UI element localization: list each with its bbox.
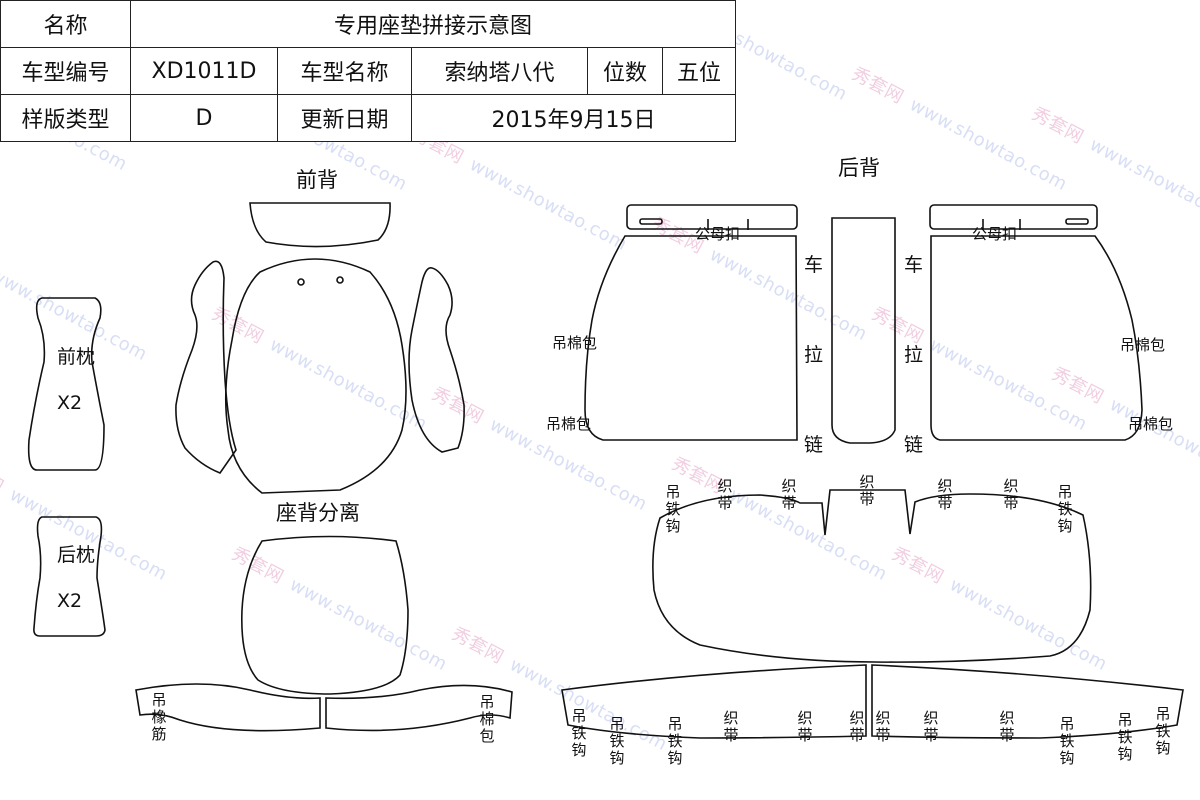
front-back-right-side — [408, 266, 465, 453]
seat-cushion-left-strip — [135, 683, 321, 732]
hang-rubber-band-label: 吊橡筋 — [151, 691, 167, 743]
hang-cotton-bag-label: 吊棉包 — [1128, 415, 1174, 433]
webbing-label: 织带 — [723, 709, 739, 744]
label-update-date: 更新日期 — [277, 94, 412, 142]
webbing-label: 织带 — [797, 709, 813, 744]
webbing-label: 织带 — [717, 477, 733, 512]
label-seats: 位数 — [587, 47, 663, 95]
update-date: 2015年9月15日 — [411, 94, 736, 142]
info-row-2: 车型编号 XD1011D 车型名称 索纳塔八代 位数 五位 — [0, 47, 736, 95]
label-name: 名称 — [0, 0, 131, 48]
front-pillow-outline — [27, 297, 105, 471]
section-title-front-back: 前背 — [296, 168, 338, 192]
section-title-rear-back: 后背 — [838, 156, 880, 180]
seat-cushion-main — [241, 535, 409, 695]
webbing-label: 织带 — [859, 473, 875, 508]
rear-pillow-qty: X2 — [57, 590, 83, 612]
front-back-top-strip — [249, 202, 391, 248]
front-pillow-label: 前枕 — [57, 346, 96, 368]
hang-iron-hook-label: 吊铁钩 — [571, 707, 587, 759]
info-table: 名称 专用座垫拼接示意图 车型编号 XD1011D 车型名称 索纳塔八代 位数 … — [0, 0, 736, 142]
seats-value: 五位 — [662, 47, 736, 95]
webbing-label: 织带 — [923, 709, 939, 744]
hang-iron-hook-label: 吊铁钩 — [665, 483, 681, 535]
buckle-label-left: 公母扣 — [695, 225, 741, 243]
hang-cotton-bag-label: 吊棉包 — [479, 693, 495, 745]
seat-cushion-right-strip — [325, 684, 513, 732]
buckle-label-right: 公母扣 — [972, 225, 1018, 243]
label-model-name: 车型名称 — [277, 47, 412, 95]
rear-seat-cushion-main — [652, 489, 1092, 663]
front-back-left-side — [175, 260, 237, 474]
hang-iron-hook-label: 吊铁钩 — [1059, 715, 1075, 767]
hang-iron-hook-label: 吊铁钩 — [1155, 705, 1171, 757]
info-row-1: 名称 专用座垫拼接示意图 — [0, 0, 736, 48]
zipper-label-left: 车拉链 — [804, 254, 824, 456]
hang-cotton-bag-label: 吊棉包 — [552, 334, 598, 352]
rear-pillow-outline — [33, 516, 106, 637]
webbing-label: 织带 — [937, 477, 953, 512]
model-no: XD1011D — [130, 47, 278, 95]
diagram-title: 专用座垫拼接示意图 — [130, 0, 736, 48]
hang-iron-hook-label: 吊铁钩 — [1117, 711, 1133, 763]
hang-cotton-bag-label: 吊棉包 — [1120, 336, 1166, 354]
front-pillow-qty: X2 — [57, 392, 83, 414]
rear-back-right-panel — [930, 235, 1143, 441]
webbing-label: 织带 — [999, 709, 1015, 744]
headrest-hole — [297, 278, 305, 286]
hang-cotton-bag-label: 吊棉包 — [546, 415, 592, 433]
headrest-hole — [336, 276, 344, 284]
rear-back-center-panel — [831, 217, 896, 444]
hang-iron-hook-label: 吊铁钩 — [667, 715, 683, 767]
webbing-label: 织带 — [849, 709, 865, 744]
info-row-3: 样版类型 D 更新日期 2015年9月15日 — [0, 94, 736, 142]
rear-seat-right-strip — [871, 664, 1184, 739]
rear-back-left-panel — [584, 235, 798, 441]
rear-seat-left-strip — [561, 664, 867, 739]
section-title-seat-back-split: 座背分离 — [276, 501, 360, 525]
hang-iron-hook-label: 吊铁钩 — [609, 715, 625, 767]
webbing-label: 织带 — [875, 709, 891, 744]
rear-pillow-label: 后枕 — [57, 544, 96, 566]
hang-iron-hook-label: 吊铁钩 — [1057, 483, 1073, 535]
sample-type: D — [130, 94, 278, 142]
model-name: 索纳塔八代 — [411, 47, 588, 95]
front-back-main-panel — [224, 258, 407, 494]
rear-back-left-top-bar — [626, 204, 798, 230]
webbing-label: 织带 — [781, 477, 797, 512]
label-sample-type: 样版类型 — [0, 94, 131, 142]
rear-back-right-slot — [1065, 218, 1089, 225]
zipper-label-right: 车拉链 — [904, 254, 924, 456]
label-model-no: 车型编号 — [0, 47, 131, 95]
rear-back-left-slot — [639, 218, 663, 225]
webbing-label: 织带 — [1003, 477, 1019, 512]
rear-back-right-top-bar — [929, 204, 1098, 230]
